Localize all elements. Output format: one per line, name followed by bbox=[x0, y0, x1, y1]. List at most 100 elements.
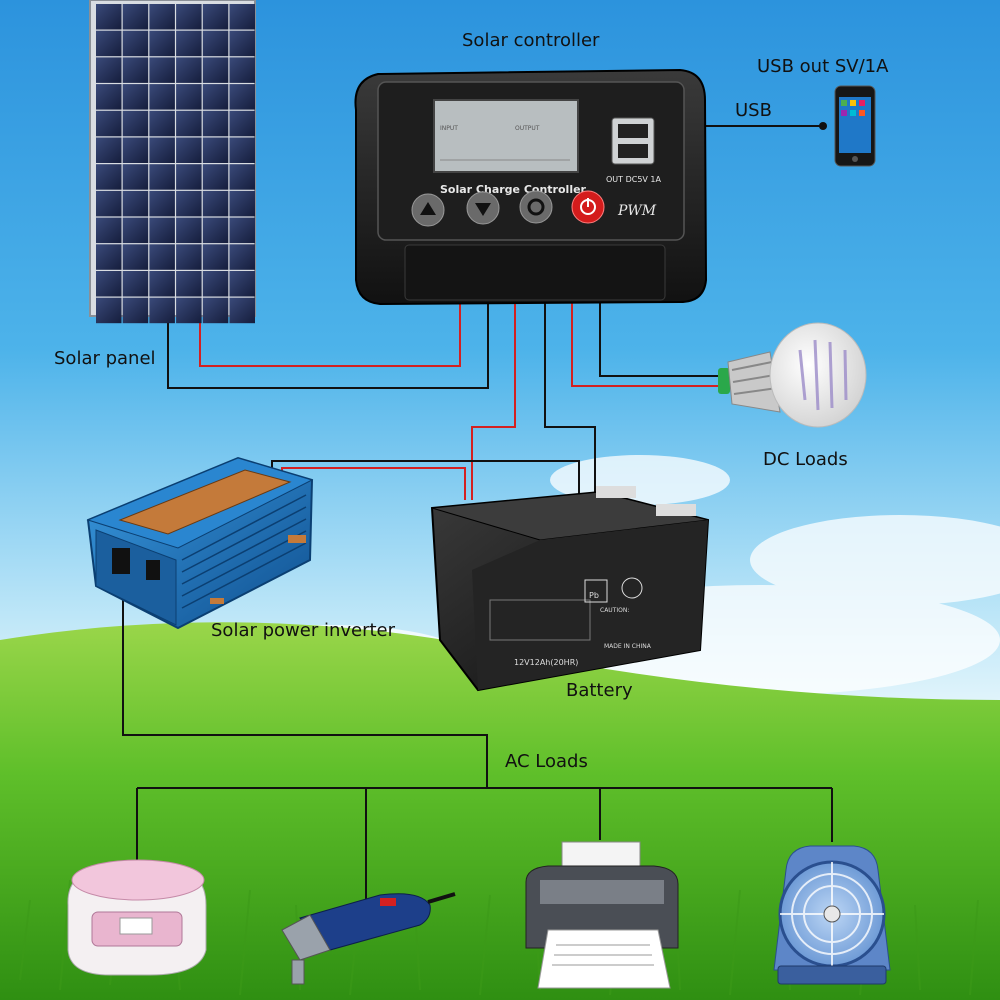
solar-cell bbox=[202, 164, 229, 190]
led-bulb-icon bbox=[718, 322, 867, 428]
wire-panel-positive bbox=[199, 300, 461, 367]
settings-button-icon bbox=[519, 190, 553, 224]
solar-cell bbox=[149, 164, 175, 190]
recycle-icon bbox=[621, 577, 643, 599]
printer-icon bbox=[525, 841, 679, 989]
solar-cell bbox=[96, 110, 122, 137]
usb-label: USB bbox=[735, 100, 772, 121]
solar-cell bbox=[229, 84, 255, 110]
solar-controller-label: Solar controller bbox=[462, 30, 600, 51]
solar-cell bbox=[202, 271, 229, 297]
solar-cell bbox=[176, 137, 202, 163]
solar-cell bbox=[149, 4, 175, 30]
solar-cell bbox=[122, 244, 149, 270]
solar-cell bbox=[149, 217, 175, 244]
solar-cell bbox=[202, 244, 229, 270]
solar-cell bbox=[229, 190, 255, 217]
solar-cell bbox=[149, 244, 175, 270]
wire-battery-negative bbox=[544, 300, 596, 500]
solar-cell bbox=[202, 137, 229, 163]
solar-cell bbox=[122, 84, 149, 110]
lcd-input-label: INPUT bbox=[440, 125, 458, 132]
solar-cell bbox=[202, 217, 229, 244]
solar-cell bbox=[202, 4, 229, 30]
solar-cell bbox=[176, 244, 202, 270]
solar-cell bbox=[122, 30, 149, 57]
solar-cell bbox=[149, 84, 175, 110]
usb-wire-end-dot bbox=[819, 122, 827, 130]
solar-cell bbox=[176, 190, 202, 217]
solar-power-inverter-label: Solar power inverter bbox=[211, 620, 396, 641]
solar-cell bbox=[202, 30, 229, 57]
battery-icon: 12V12Ah(20HR) MADE IN CHINA CAUTION: Pb bbox=[430, 486, 710, 692]
solar-cell bbox=[149, 57, 175, 83]
ac-loads-label: AC Loads bbox=[505, 751, 588, 772]
solar-cell bbox=[96, 30, 122, 57]
solar-cell bbox=[96, 297, 122, 324]
solar-cell bbox=[229, 137, 255, 163]
solar-cell bbox=[229, 30, 255, 57]
wire-dcload-positive bbox=[571, 300, 722, 387]
solar-cell bbox=[149, 297, 175, 324]
solar-cell bbox=[96, 137, 122, 163]
solar-cell bbox=[149, 190, 175, 217]
solar-cell bbox=[96, 244, 122, 270]
solar-controller-icon: INPUT OUTPUT OUT DC5V 1A Solar Charge Co… bbox=[354, 68, 708, 306]
solar-cell bbox=[229, 110, 255, 137]
solar-cell bbox=[122, 271, 149, 297]
solar-cell bbox=[176, 57, 202, 83]
wire-dcload-negative bbox=[599, 300, 722, 377]
wires bbox=[122, 122, 833, 905]
solar-cell bbox=[202, 297, 229, 324]
solar-cell bbox=[176, 217, 202, 244]
battery-made-in: MADE IN CHINA bbox=[604, 643, 652, 650]
battery-caution: CAUTION: bbox=[600, 607, 629, 614]
rice-cooker-icon bbox=[67, 859, 207, 976]
battery-label: Battery bbox=[566, 680, 633, 701]
solar-cell bbox=[96, 4, 122, 30]
pwm-label: PWM bbox=[617, 203, 657, 219]
solar-cell bbox=[96, 190, 122, 217]
solar-cell bbox=[176, 164, 202, 190]
solar-cell bbox=[202, 84, 229, 110]
solar-cell bbox=[149, 110, 175, 137]
solar-cell bbox=[122, 57, 149, 83]
solar-cell bbox=[202, 57, 229, 83]
inverter-icon bbox=[86, 456, 314, 630]
solar-cell bbox=[122, 190, 149, 217]
solar-cell bbox=[96, 164, 122, 190]
solar-cell bbox=[229, 297, 255, 324]
wire-panel-negative bbox=[167, 300, 489, 389]
solar-cell bbox=[96, 84, 122, 110]
solar-cell bbox=[122, 4, 149, 30]
grass-field bbox=[0, 622, 1000, 1000]
phone-icon bbox=[834, 85, 876, 167]
solar-cell bbox=[229, 164, 255, 190]
solar-cell bbox=[176, 4, 202, 30]
solar-cell bbox=[96, 217, 122, 244]
solar-cell bbox=[176, 84, 202, 110]
solar-cell bbox=[176, 297, 202, 324]
solar-panel-icon bbox=[89, 0, 256, 324]
solar-cell bbox=[149, 137, 175, 163]
solar-cell bbox=[149, 30, 175, 57]
solar-cell bbox=[96, 271, 122, 297]
solar-cell bbox=[202, 110, 229, 137]
solar-cell bbox=[229, 4, 255, 30]
usb-port-label: OUT DC5V 1A bbox=[606, 175, 662, 184]
controller-title: Solar Charge Controller bbox=[440, 183, 587, 196]
usb-out-label: USB out SV/1A bbox=[757, 56, 889, 77]
solar-cell bbox=[122, 137, 149, 163]
power-tool-icon bbox=[281, 892, 456, 985]
dc-loads-label: DC Loads bbox=[763, 449, 848, 470]
solar-cell bbox=[176, 30, 202, 57]
solar-cell bbox=[202, 190, 229, 217]
solar-cell bbox=[229, 57, 255, 83]
solar-cell bbox=[122, 110, 149, 137]
solar-cell bbox=[122, 217, 149, 244]
solar-cell bbox=[122, 297, 149, 324]
recycle-bin-icon bbox=[584, 579, 608, 603]
solar-panel-label: Solar panel bbox=[54, 348, 156, 369]
battery-rating: 12V12Ah(20HR) bbox=[514, 658, 578, 667]
